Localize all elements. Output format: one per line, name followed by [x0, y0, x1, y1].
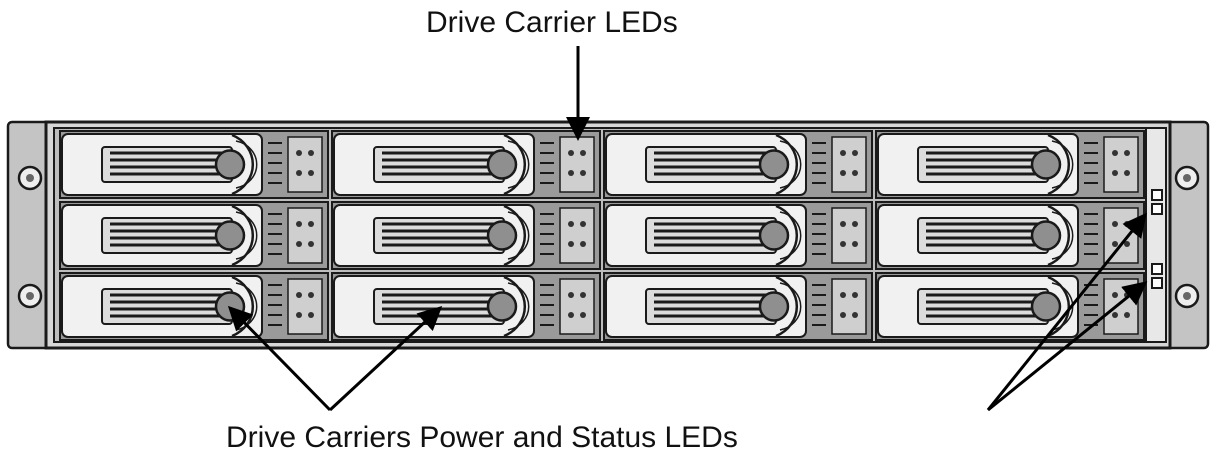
carrier-latch-button[interactable] — [1030, 149, 1062, 180]
carrier-led-panel — [287, 207, 323, 264]
carrier-latch-button[interactable] — [1030, 291, 1062, 322]
carrier-led-panel — [1103, 136, 1139, 193]
carrier-led-panel — [559, 207, 595, 264]
carrier-latch-button[interactable] — [758, 149, 790, 180]
carrier-latch-button[interactable] — [758, 291, 790, 322]
carrier-led-panel — [287, 136, 323, 193]
drive-bay-6[interactable] — [331, 201, 601, 270]
carrier-latch-button[interactable] — [486, 149, 518, 180]
drive-bay-8[interactable] — [875, 201, 1145, 270]
carrier-led-panel — [559, 136, 595, 193]
drive-bay-9[interactable] — [59, 272, 329, 341]
drive-carriers-power-status-leds-label: Drive Carriers Power and Status LEDs — [226, 421, 738, 454]
carrier-led-panel — [831, 278, 867, 335]
drive-bay-5[interactable] — [59, 201, 329, 270]
drive-bay-2[interactable] — [331, 130, 601, 199]
arrow-to-upper-status-leds — [986, 212, 1147, 411]
drive-bay-11[interactable] — [603, 272, 873, 341]
power-led — [1151, 189, 1163, 201]
carrier-latch-button[interactable] — [758, 220, 790, 251]
activity-led — [1151, 263, 1163, 275]
chassis-status-panel — [1145, 127, 1167, 343]
drive-bay-1[interactable] — [59, 130, 329, 199]
carrier-led-panel — [287, 278, 323, 335]
arrow-to-bay-10-handle — [328, 305, 443, 412]
carrier-led-panel — [831, 207, 867, 264]
carrier-led-panel — [1103, 278, 1139, 335]
drive-bay-7[interactable] — [603, 201, 873, 270]
drive-bay-3[interactable] — [603, 130, 873, 199]
drive-bay-12[interactable] — [875, 272, 1145, 341]
carrier-latch-button[interactable] — [486, 291, 518, 322]
carrier-latch-button[interactable] — [214, 220, 246, 251]
right-rack-ear — [1164, 120, 1210, 350]
carrier-led-panel — [1103, 207, 1139, 264]
carrier-latch-button[interactable] — [214, 149, 246, 180]
carrier-led-panel — [831, 136, 867, 193]
drive-carrier-leds-label: Drive Carrier LEDs — [426, 6, 678, 39]
carrier-led-panel — [559, 278, 595, 335]
fault-led — [1151, 277, 1163, 289]
carrier-latch-button[interactable] — [1030, 220, 1062, 251]
carrier-latch-button[interactable] — [486, 220, 518, 251]
status-led — [1151, 203, 1163, 215]
arrow-to-lower-status-leds — [987, 281, 1148, 412]
drive-bay-4[interactable] — [875, 130, 1145, 199]
arrow-to-bay-9-handle — [227, 305, 332, 412]
drive-bay-10[interactable] — [331, 272, 601, 341]
